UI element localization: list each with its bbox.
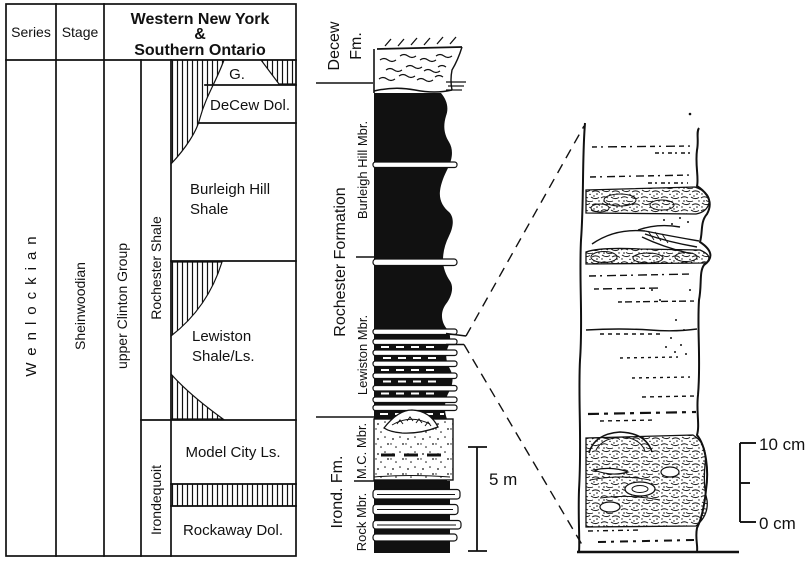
label-divider-lines — [316, 82, 374, 482]
meter-scale-bar — [468, 446, 487, 552]
series-value-label: Wenlockian — [23, 229, 40, 376]
measured-section-column: Decew Fm. Rochester Formation Burleigh H… — [316, 21, 517, 553]
crossbed-structures — [591, 224, 700, 254]
region-header-ampersand: & — [194, 26, 206, 43]
model-city-mbr-graphic — [373, 409, 454, 481]
mc-mbr-label: M.C. Mbr. — [354, 423, 369, 479]
middle-hash-lenses — [590, 251, 698, 264]
lower-hash-features — [588, 431, 680, 513]
series-column-header: Series — [11, 24, 51, 40]
region-header-line1: Western New York — [131, 11, 270, 28]
detail-column: 10 cm 0 cm — [577, 112, 805, 554]
model-city-unit-label: Model City Ls. — [185, 444, 280, 461]
mound-chevrons — [396, 416, 432, 427]
cm-scale-top-label: 10 cm — [759, 435, 805, 454]
cm-scale-bar — [739, 442, 756, 523]
hatch-decew-west-wedge — [170, 59, 225, 166]
hash-bed-lower — [585, 434, 708, 528]
decew-fm-label-line2: Fm. — [348, 32, 365, 60]
decew-protruding-beds — [446, 81, 466, 91]
scatter-dots — [651, 217, 691, 355]
clinton-group-label: upper Clinton Group — [114, 243, 130, 369]
stage-column-header: Stage — [62, 24, 99, 40]
rock-mbr-label: Rock Mbr. — [354, 493, 369, 552]
lewiston-mbr-label: Lewiston Mbr. — [355, 315, 370, 395]
chronostrat-table: Series Stage Western New York & Southern… — [5, 3, 297, 557]
decew-dol-unit-label: DeCew Dol. — [210, 97, 290, 114]
detail-column-edges — [577, 122, 739, 554]
lewiston-unit-label-line2: Shale/Ls. — [192, 348, 255, 365]
rock-mbr-graphic — [372, 481, 462, 553]
decew-fm-label-line1: Decew — [326, 21, 343, 70]
hash-bed-middle — [585, 247, 710, 265]
rochester-shale-label: Rochester Shale — [148, 216, 164, 320]
burleigh-unit-label-line2: Shale — [190, 201, 228, 218]
hash-beds — [585, 186, 710, 528]
decew-top-ticks — [384, 36, 457, 47]
table-grid — [5, 3, 297, 557]
region-header-line2: Southern Ontario — [134, 42, 266, 59]
gasport-unit-label: G. — [229, 66, 245, 83]
rochester-formation-label: Rochester Formation — [332, 187, 349, 336]
limestone-interbeds — [372, 161, 458, 412]
decew-squiggles — [378, 53, 453, 83]
upper-hash-lenses — [590, 193, 675, 213]
hatch-g-east-wedge — [259, 59, 297, 85]
decew-unit-graphic — [373, 36, 466, 93]
facies-hatch-zones — [170, 59, 297, 507]
zoom-connector — [445, 125, 585, 549]
bioherm-mound — [383, 409, 439, 434]
irond-fm-label: Irond. Fm. — [329, 456, 346, 529]
hatch-modelcity-rockaway-band — [170, 483, 297, 507]
stipple-rows — [585, 145, 698, 543]
lewiston-unit-label-line1: Lewiston — [192, 328, 251, 345]
rockaway-unit-label: Rockaway Dol. — [183, 522, 283, 539]
burleigh-hill-mbr-label: Burleigh Hill Mbr. — [355, 121, 370, 219]
meter-scale-label: 5 m — [489, 470, 517, 489]
cm-scale-bottom-label: 0 cm — [759, 514, 796, 533]
stage-value-label: Sheinwoodian — [72, 262, 88, 350]
burleigh-unit-label-line1: Burleigh Hill — [190, 181, 270, 198]
irondequoit-label: Irondequoit — [148, 465, 164, 535]
hatch-lewiston-lower-wedge — [170, 372, 225, 420]
top-dot — [688, 112, 692, 116]
hatch-lewiston-upper-wedge — [170, 261, 223, 338]
